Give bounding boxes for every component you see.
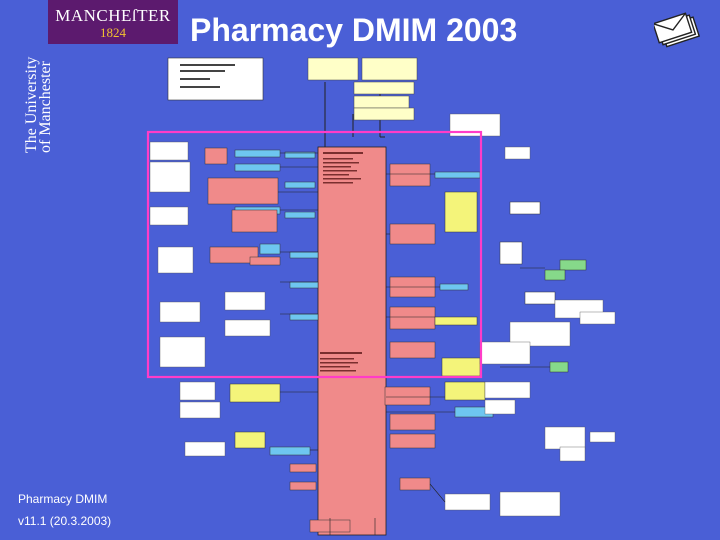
envelope-stack-icon[interactable] — [654, 10, 704, 48]
footer-model-name: Pharmacy DMIM — [18, 492, 108, 506]
rmim-diagram — [146, 57, 616, 536]
central-act-class — [317, 146, 387, 536]
university-name-line1: The University — [23, 57, 40, 153]
slide-title: Pharmacy DMIM 2003 — [190, 12, 518, 48]
university-logo: MANCHEſTER 1824 — [48, 0, 178, 44]
university-name-line2: of Manchester — [37, 60, 50, 153]
logo-year: 1824 — [100, 25, 126, 40]
highlighted-region-frame — [146, 130, 483, 379]
footer-version: v11.1 (20.3.2003) — [18, 514, 112, 528]
university-name-vertical: The University of Manchester — [23, 57, 50, 153]
logo-wordmark: MANCHEſTER — [55, 6, 171, 25]
